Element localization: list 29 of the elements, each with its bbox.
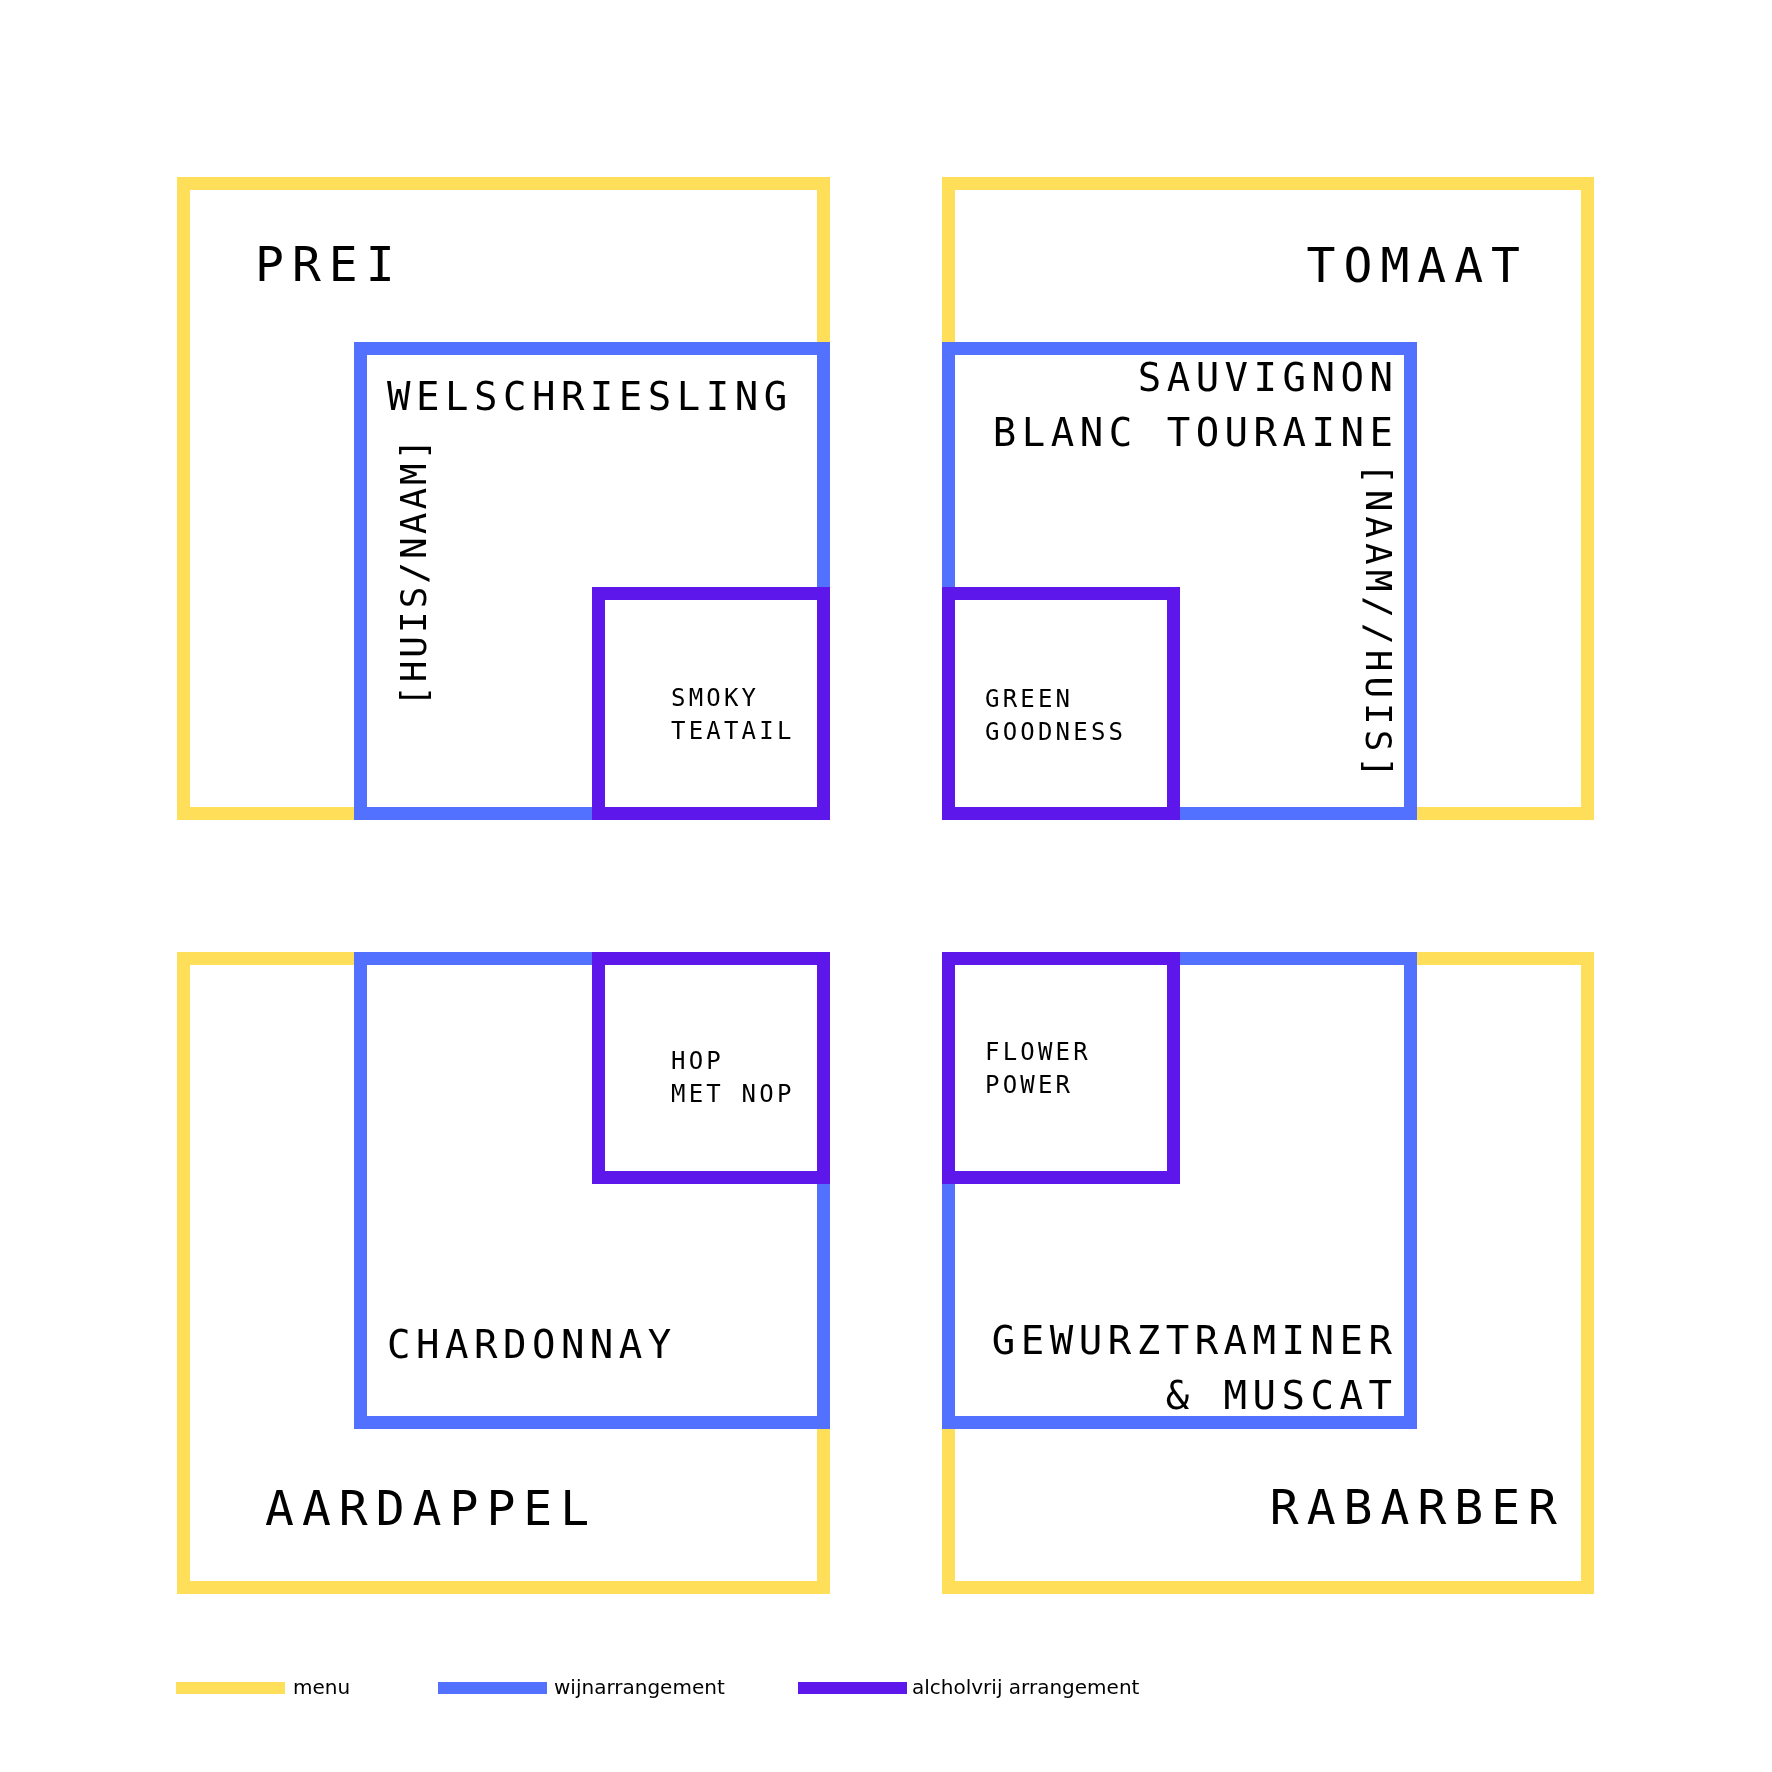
wine-name: SAUVIGNON BLANC TOURAINE (991, 354, 1399, 457)
wine-name: GEWURZTRAMINER & MUSCAT (990, 1317, 1398, 1420)
wine-house-label: [HUIS/NAAM] (396, 435, 432, 707)
course-name: PREI (255, 240, 403, 288)
alcohol-free-pairing-frame (592, 952, 830, 1184)
legend-label: alcholvrij arrangement (912, 1675, 1140, 1699)
wine-pairing-frame (354, 952, 830, 1429)
wine-name: WELSCHRIESLING (387, 373, 793, 421)
alcohol-free-drink-name: GREEN GOODNESS (985, 684, 1127, 748)
wine-pairing-frame (942, 952, 1417, 1429)
alcohol-free-pairing-frame (942, 952, 1180, 1184)
wine-pairing-frame (942, 342, 1417, 820)
alcohol-free-pairing-frame (592, 587, 830, 820)
menu-course-frame (177, 177, 830, 820)
legend-label: menu (293, 1675, 351, 1699)
alcohol-free-drink-name: SMOKY TEATAIL (671, 683, 795, 747)
wine-pairing-frame (354, 342, 830, 820)
wine-house-label: [NAAM//HUIS] (1360, 463, 1396, 784)
alcohol-free-drink-name: FLOWER POWER (985, 1037, 1091, 1101)
wine-name: CHARDONNAY (387, 1321, 677, 1369)
course-name: TOMAAT (1306, 241, 1528, 289)
menu-course-frame (942, 177, 1594, 820)
alcohol-free-drink-name: HOP MET NOP (671, 1046, 795, 1110)
menu-course-frame (177, 952, 830, 1594)
legend-label: wijnarrangement (554, 1675, 725, 1699)
alcohol-free-pairing-frame (942, 587, 1180, 820)
course-name: AARDAPPEL (265, 1484, 598, 1532)
course-name: RABARBER (1269, 1483, 1565, 1531)
menu-course-frame (942, 952, 1594, 1594)
